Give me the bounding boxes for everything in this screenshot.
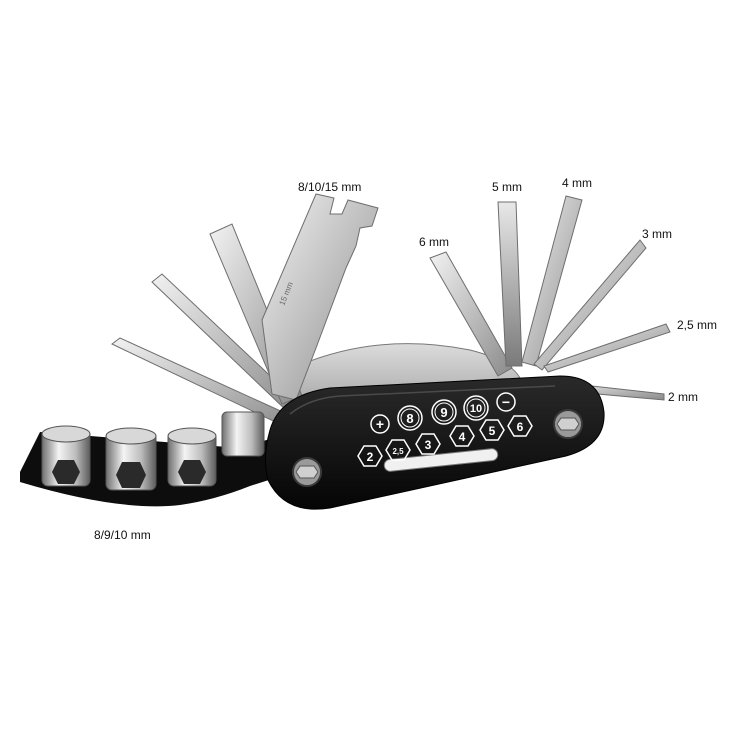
hex-key-4mm — [521, 195, 583, 367]
marking-6: 6 — [517, 420, 524, 434]
hex-key-6mm — [429, 251, 513, 377]
socket-extension — [221, 411, 265, 457]
black-handle — [264, 375, 605, 510]
marking-minus: − — [502, 394, 510, 410]
body-slot — [383, 448, 499, 472]
label-hex-2-5mm: 2,5 mm — [677, 318, 718, 332]
wrench-tool: 15 mm — [261, 193, 379, 401]
marking-4: 4 — [459, 430, 466, 444]
hex-key-5mm — [497, 201, 523, 367]
socket-9mm — [105, 427, 157, 491]
label-hex-5mm: 5 mm — [492, 180, 522, 194]
hex-keys — [429, 195, 671, 401]
marking-plus: + — [376, 416, 384, 432]
marking-5: 5 — [489, 424, 496, 438]
body-highlight — [289, 385, 556, 415]
right-bolt — [553, 409, 583, 439]
marking-2: 2 — [367, 450, 374, 464]
label-hex-3mm: 3 mm — [642, 227, 672, 241]
marking-8: 8 — [406, 411, 413, 426]
marking-9: 9 — [440, 405, 447, 420]
size-markings-top: + 8 9 10 − — [370, 392, 516, 434]
sockets — [41, 411, 265, 491]
size-markings-bottom: 2 2,5 3 4 5 6 — [357, 415, 533, 467]
left-bolt — [292, 457, 322, 487]
label-hex-4mm: 4 mm — [562, 176, 592, 190]
socket-8mm — [41, 425, 91, 487]
marking-3: 3 — [425, 438, 432, 452]
label-wrench-sizes: 8/10/15 mm — [298, 180, 362, 194]
wrench-8-10-15 — [261, 193, 379, 401]
label-socket-sizes: 8/9/10 mm — [94, 528, 151, 542]
hex-key-2-5mm — [543, 323, 671, 373]
marking-10: 10 — [470, 403, 482, 415]
tool-body: + 8 9 10 − 2 2,5 3 4 5 6 — [264, 375, 605, 510]
label-hex-6mm: 6 mm — [419, 235, 449, 249]
socket-10mm — [167, 427, 217, 487]
marking-2-5: 2,5 — [392, 447, 404, 456]
hex-key-3mm — [533, 239, 647, 371]
label-hex-2mm: 2 mm — [668, 390, 698, 404]
